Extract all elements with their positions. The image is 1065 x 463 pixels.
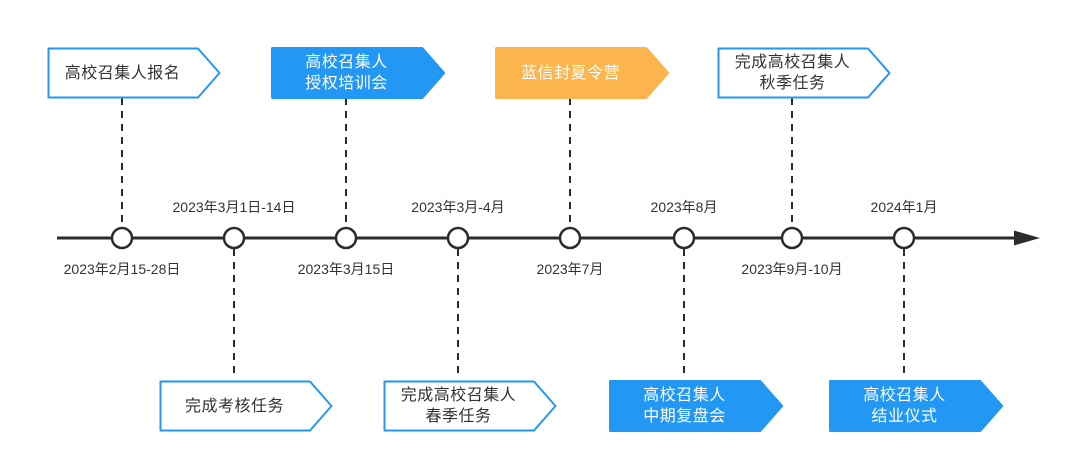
event-label: 完成高校召集人 春季任务	[400, 387, 517, 425]
date-label-enrollment: 2023年2月15-28日	[63, 261, 181, 277]
milestone-dot-2[interactable]	[222, 226, 246, 250]
milestone-dot-8[interactable]	[892, 226, 916, 250]
pennant-shape	[717, 47, 891, 99]
date-label-training: 2023年3月15日	[297, 261, 395, 277]
milestone-dot-5[interactable]	[558, 226, 582, 250]
milestone-dot-4[interactable]	[446, 226, 470, 250]
date-label-assessment: 2023年3月1日-14日	[172, 199, 296, 215]
event-box-assessment[interactable]: 完成考核任务	[159, 380, 333, 432]
pennant-shape	[383, 380, 557, 432]
event-box-summer-camp[interactable]: 蓝信封夏令营	[495, 47, 669, 99]
event-label: 高校召集人报名	[64, 64, 181, 82]
event-label: 完成高校召集人 秋季任务	[734, 54, 851, 92]
event-label: 高校召集人 授权培训会	[305, 54, 388, 92]
event-box-graduation[interactable]: 高校召集人 结业仪式	[829, 380, 1003, 432]
pennant-shape	[829, 380, 1003, 432]
pennant-shape	[47, 47, 221, 99]
date-label-graduation: 2024年1月	[870, 199, 938, 215]
milestone-dot-6[interactable]	[672, 226, 696, 250]
milestone-dot-1[interactable]	[110, 226, 134, 250]
date-label-spring-tasks: 2023年3月-4月	[411, 199, 505, 215]
event-label: 高校召集人 结业仪式	[863, 387, 946, 425]
event-label: 高校召集人 中期复盘会	[643, 387, 726, 425]
event-box-training[interactable]: 高校召集人 授权培训会	[271, 47, 445, 99]
event-box-enrollment[interactable]: 高校召集人报名	[47, 47, 221, 99]
date-label-autumn-tasks: 2023年9月-10月	[741, 261, 843, 277]
axis-arrowhead-icon	[1014, 230, 1040, 246]
milestone-dot-3[interactable]	[334, 226, 358, 250]
milestone-dot-7[interactable]	[780, 226, 804, 250]
event-label: 蓝信封夏令营	[520, 64, 620, 82]
event-box-autumn-tasks[interactable]: 完成高校召集人 秋季任务	[717, 47, 891, 99]
pennant-shape	[271, 47, 445, 99]
pennant-shape	[159, 380, 333, 432]
pennant-shape	[609, 380, 783, 432]
date-label-summer-camp: 2023年7月	[536, 261, 604, 277]
pennant-shape	[495, 47, 669, 99]
event-box-midterm-review[interactable]: 高校召集人 中期复盘会	[609, 380, 783, 432]
event-label: 完成考核任务	[184, 397, 284, 415]
event-box-spring-tasks[interactable]: 完成高校召集人 春季任务	[383, 380, 557, 432]
date-label-midterm-review: 2023年8月	[650, 199, 718, 215]
